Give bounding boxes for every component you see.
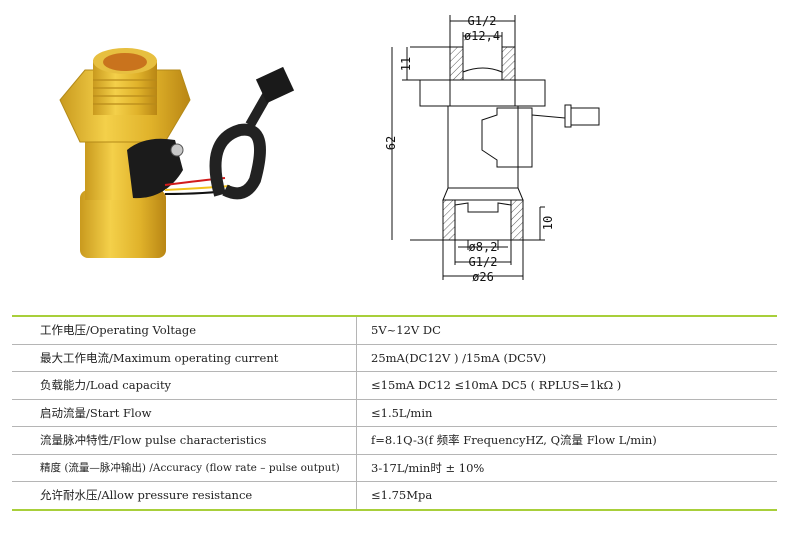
spec-value: 3-17L/min时 ± 10%	[371, 460, 485, 475]
flow-sensor-photo	[59, 48, 295, 258]
dim-bottom-inner-dia: ø8,2	[469, 240, 498, 254]
spec-table: 工作电压/Operating Voltage 5V~12V DC 最大工作电流/M…	[12, 315, 777, 511]
spec-value: 25mA(DC12V ) /15mA (DC5V)	[371, 350, 547, 365]
spec-label: 允许耐水压/Allow pressure resistance	[12, 482, 357, 509]
spec-value: 5V~12V DC	[371, 323, 441, 338]
spec-row: 允许耐水压/Allow pressure resistance ≤1.75Mpa	[12, 482, 777, 509]
dim-total-height: 62	[384, 136, 398, 150]
spec-label: 流量脉冲特性/Flow pulse characteristics	[12, 427, 357, 454]
spec-row: 最大工作电流/Maximum operating current 25mA(DC1…	[12, 344, 777, 372]
spec-label: 负载能力/Load capacity	[12, 372, 357, 399]
spec-row: 精度 (流量—脉冲输出) /Accuracy (flow rate – puls…	[12, 454, 777, 482]
spec-value: ≤1.75Mpa	[371, 488, 433, 503]
dim-outer-dia: ø26	[472, 270, 494, 284]
spec-row: 负载能力/Load capacity ≤15mA DC12 ≤10mA DC5 (…	[12, 372, 777, 400]
spec-row: 流量脉冲特性/Flow pulse characteristics f=8.1Q-…	[12, 427, 777, 455]
dim-top-thread: G1/2	[468, 14, 497, 28]
spec-label: 最大工作电流/Maximum operating current	[12, 344, 357, 371]
spec-value: ≤1.5L/min	[371, 405, 433, 420]
dim-bottom-height: 10	[541, 216, 555, 230]
spec-row: 工作电压/Operating Voltage 5V~12V DC	[12, 317, 777, 345]
spec-label: 工作电压/Operating Voltage	[12, 317, 357, 344]
dim-bottom-thread: G1/2	[469, 255, 498, 269]
spec-value: ≤15mA DC12 ≤10mA DC5 ( RPLUS=1kΩ )	[371, 378, 622, 393]
dim-top-height: 11	[399, 57, 413, 71]
spec-value: f=8.1Q-3(f 频率 FrequencyHZ, Q流量 Flow L/mi…	[371, 433, 657, 448]
dim-top-inner-dia: ø12,4	[464, 29, 500, 43]
spec-label: 启动流量/Start Flow	[12, 399, 357, 426]
spec-row: 启动流量/Start Flow ≤1.5L/min	[12, 399, 777, 427]
hall-sensor	[127, 66, 295, 200]
dimension-drawing: G1/2 ø12,4 11 62 10 ø8,2 G1/2 ø26	[384, 14, 600, 284]
spec-label: 精度 (流量—脉冲输出) /Accuracy (flow rate – puls…	[12, 454, 357, 481]
